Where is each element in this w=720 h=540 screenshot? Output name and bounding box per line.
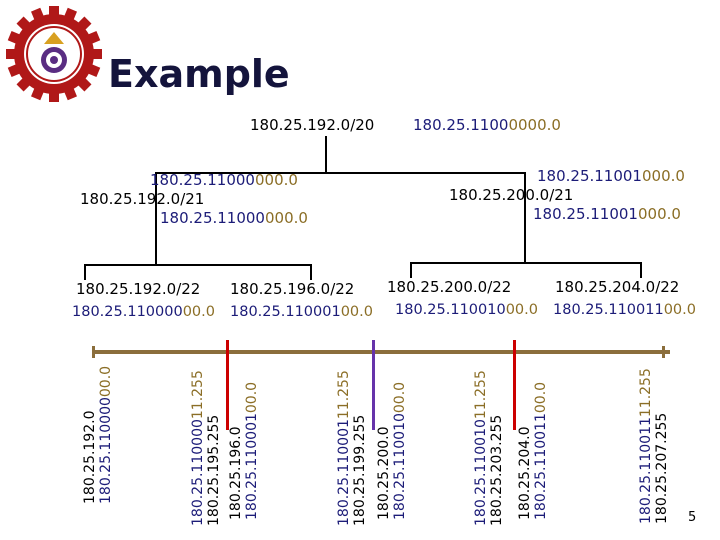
right-node-binary-top: 180.25.11001000.0 (537, 167, 685, 185)
address-range-timeline (92, 350, 670, 354)
tree-level3-right-bar (410, 262, 642, 264)
leaf-2-binary-prefix: 180.25.110001 (230, 304, 341, 320)
root-cidr: 180.25.192.0/20 (250, 116, 374, 134)
tick-end (662, 346, 665, 358)
university-logo-icon (6, 6, 102, 102)
vlabel-1: 180.25.192.0 180.25.11000000.0 (82, 366, 114, 504)
tree-left-stem (155, 172, 157, 232)
left-node-cidr: 180.25.192.0/21 (80, 190, 205, 208)
marker-purple (372, 340, 375, 430)
vlabel-8-bin-prefix: 180.25.110011 (638, 417, 654, 524)
tree-right-sub-stem (524, 228, 526, 264)
vlabel-2-dec: 180.25.195.255 (206, 414, 222, 526)
vlabel-1-bin-prefix: 180.25.110000 (98, 397, 114, 504)
left-node-binary-top: 180.25.11000000.0 (150, 171, 298, 189)
right-binary-top-host: 000.0 (641, 167, 685, 185)
tree-leaf-4-stem (640, 262, 642, 278)
vlabel-7-bin-host: 00.0 (533, 381, 549, 414)
vlabel-7-dec: 180.25.204.0 (517, 426, 533, 520)
leaf-3-cidr: 180.25.200.0/22 (387, 278, 512, 296)
vlabel-6-bin: 180.25.11001011.255 (473, 370, 489, 526)
vlabel-7: 180.25.204.0 180.25.11001100.0 (517, 382, 549, 520)
leaf-4-cidr: 180.25.204.0/22 (555, 278, 680, 296)
vlabel-1-dec: 180.25.192.0 (82, 410, 98, 504)
vlabel-2: 180.25.11000011.255 180.25.195.255 (190, 370, 222, 526)
vlabel-8-bin-host: 11.255 (638, 368, 654, 418)
tree-level2-bar (155, 172, 526, 174)
marker-red-1 (226, 340, 229, 430)
right-binary-bottom-prefix: 180.25.11001 (533, 205, 638, 223)
vlabel-1-bin-host: 00.0 (98, 365, 114, 398)
vlabel-5-bin-host: 00.0 (392, 381, 408, 414)
leaf-2-binary: 180.25.11000100.0 (230, 303, 373, 321)
vlabel-4-bin-prefix: 180.25.110001 (336, 419, 352, 526)
right-binary-bottom-host: 000.0 (637, 205, 681, 223)
vlabel-5-bin: 180.25.11001000.0 (392, 382, 408, 520)
tree-leaf-1-stem (84, 264, 86, 280)
leaf-1-binary-prefix: 180.25.110000 (72, 304, 183, 320)
tree-left-sub-stem (155, 232, 157, 266)
leaf-2-binary-host: 00.0 (340, 304, 373, 320)
vlabel-5-bin-prefix: 180.25.110010 (392, 413, 408, 520)
right-node-binary-bottom: 180.25.11001000.0 (533, 205, 681, 223)
vlabel-8-dec: 180.25.207.255 (654, 412, 670, 524)
right-node-cidr: 180.25.200.0/21 (449, 186, 574, 204)
tree-leaf-2-stem (310, 264, 312, 280)
vlabel-4-bin-host: 11.255 (336, 370, 352, 420)
leaf-1-binary: 180.25.11000000.0 (72, 303, 215, 321)
leaf-4-binary-host: 00.0 (663, 302, 696, 318)
page-number: 5 (688, 510, 697, 525)
root-binary: 180.25.11000000.0 (413, 116, 561, 134)
leaf-1-binary-host: 00.0 (182, 304, 215, 320)
leaf-3-binary-prefix: 180.25.110010 (395, 302, 506, 318)
vlabel-3: 180.25.196.0 180.25.11000100.0 (228, 382, 260, 520)
marker-red-2 (513, 340, 516, 430)
root-binary-prefix: 180.25.1100 (413, 116, 509, 134)
leaf-2-cidr: 180.25.196.0/22 (230, 280, 355, 298)
vlabel-3-bin-prefix: 180.25.110001 (244, 413, 260, 520)
vlabel-6-dec: 180.25.203.255 (489, 414, 505, 526)
left-node-binary-bottom: 180.25.11000000.0 (160, 209, 308, 227)
vlabel-7-bin-prefix: 180.25.110011 (533, 413, 549, 520)
vlabel-2-bin-host: 11.255 (190, 370, 206, 420)
tree-leaf-3-stem (410, 262, 412, 278)
leaf-4-binary-prefix: 180.25.110011 (553, 302, 664, 318)
leaf-3-binary-host: 00.0 (505, 302, 538, 318)
vlabel-2-bin-prefix: 180.25.110000 (190, 419, 206, 526)
vlabel-2-bin: 180.25.11000011.255 (190, 370, 206, 526)
left-binary-bottom-host: 000.0 (264, 209, 308, 227)
vlabel-1-bin: 180.25.11000000.0 (98, 366, 114, 504)
left-binary-top-prefix: 180.25.11000 (150, 171, 255, 189)
vlabel-8-bin: 180.25.11001111.255 (638, 368, 654, 524)
root-cidr-text: 180.25.192.0/20 (250, 116, 375, 134)
vlabel-4: 180.25.11000111.255 180.25.199.255 (336, 370, 368, 526)
tree-root-stem (325, 136, 327, 174)
vlabel-6-bin-host: 11.255 (473, 370, 489, 420)
root-binary-host: 0000.0 (508, 116, 561, 134)
vlabel-8: 180.25.11001111.255 180.25.207.255 (638, 368, 670, 524)
vlabel-6-bin-prefix: 180.25.110010 (473, 419, 489, 526)
vlabel-3-dec: 180.25.196.0 (228, 426, 244, 520)
tree-right-stem (524, 172, 526, 230)
leaf-4-binary: 180.25.11001100.0 (553, 301, 696, 319)
vlabel-4-bin: 180.25.11000111.255 (336, 370, 352, 526)
vlabel-5: 180.25.200.0 180.25.11001000.0 (376, 382, 408, 520)
vlabel-7-bin: 180.25.11001100.0 (533, 382, 549, 520)
vlabel-3-bin-host: 00.0 (244, 381, 260, 414)
tree-level3-left-bar (84, 264, 312, 266)
vlabel-6: 180.25.11001011.255 180.25.203.255 (473, 370, 505, 526)
left-binary-top-host: 000.0 (254, 171, 298, 189)
leaf-1-cidr: 180.25.192.0/22 (76, 280, 201, 298)
tick-start (92, 346, 95, 358)
slide-title: Example (108, 52, 290, 96)
right-binary-top-prefix: 180.25.11001 (537, 167, 642, 185)
left-binary-bottom-prefix: 180.25.11000 (160, 209, 265, 227)
vlabel-3-bin: 180.25.11000100.0 (244, 382, 260, 520)
vlabel-4-dec: 180.25.199.255 (352, 414, 368, 526)
vlabel-5-dec: 180.25.200.0 (376, 426, 392, 520)
leaf-3-binary: 180.25.11001000.0 (395, 301, 538, 319)
